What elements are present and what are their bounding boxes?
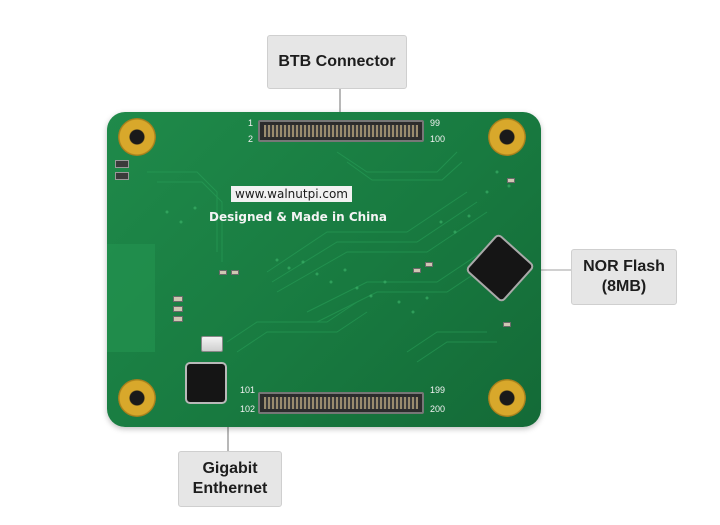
mount-hole-bottom-right <box>488 379 526 417</box>
smd-component <box>115 172 129 180</box>
pin-label-200: 200 <box>430 404 446 414</box>
mount-hole-top-left <box>118 118 156 156</box>
ethernet-phy-chip <box>187 364 225 402</box>
pin-label-2: 2 <box>248 134 254 144</box>
pin-label-102: 102 <box>240 404 256 414</box>
mount-hole-bottom-left <box>118 379 156 417</box>
callout-nor-flash-line1: NOR Flash <box>583 258 665 275</box>
pcb-traces <box>107 151 511 363</box>
smd-component <box>503 322 511 327</box>
btb-connector-top <box>258 120 424 142</box>
smd-component <box>507 178 515 183</box>
smd-component <box>173 296 183 302</box>
pin-label-199: 199 <box>430 385 446 395</box>
pin-label-1: 1 <box>248 118 254 128</box>
callout-ethernet-line2: Enthernet <box>192 480 268 497</box>
ground-plane-pad <box>107 244 155 352</box>
callout-btb-label: BTB Connector <box>278 53 396 70</box>
smd-component <box>413 268 421 273</box>
smd-component <box>173 316 183 322</box>
callout-btb-connector: BTB Connector <box>267 35 407 89</box>
mount-hole-top-right <box>488 118 526 156</box>
smd-component <box>425 262 433 267</box>
smd-component <box>173 306 183 312</box>
silkscreen-url: www.walnutpi.com <box>231 186 352 202</box>
pin-label-101: 101 <box>240 385 256 395</box>
pin-label-100: 100 <box>430 134 446 144</box>
smd-component <box>219 270 227 275</box>
callout-nor-flash-line2: (8MB) <box>601 278 647 295</box>
callout-gigabit-ethernet: Gigabit Enthernet <box>178 451 282 507</box>
callout-ethernet-line1: Gigabit <box>202 460 258 477</box>
pin-label-99: 99 <box>430 118 441 128</box>
smd-component <box>231 270 239 275</box>
pcb-board: 1 2 99 100 101 102 199 200 www.walnutpi.… <box>107 112 541 427</box>
smd-component <box>115 160 129 168</box>
callout-nor-flash: NOR Flash (8MB) <box>571 249 677 305</box>
btb-connector-bottom <box>258 392 424 414</box>
silkscreen-tagline: Designed & Made in China <box>209 210 387 224</box>
crystal-oscillator <box>201 336 223 352</box>
